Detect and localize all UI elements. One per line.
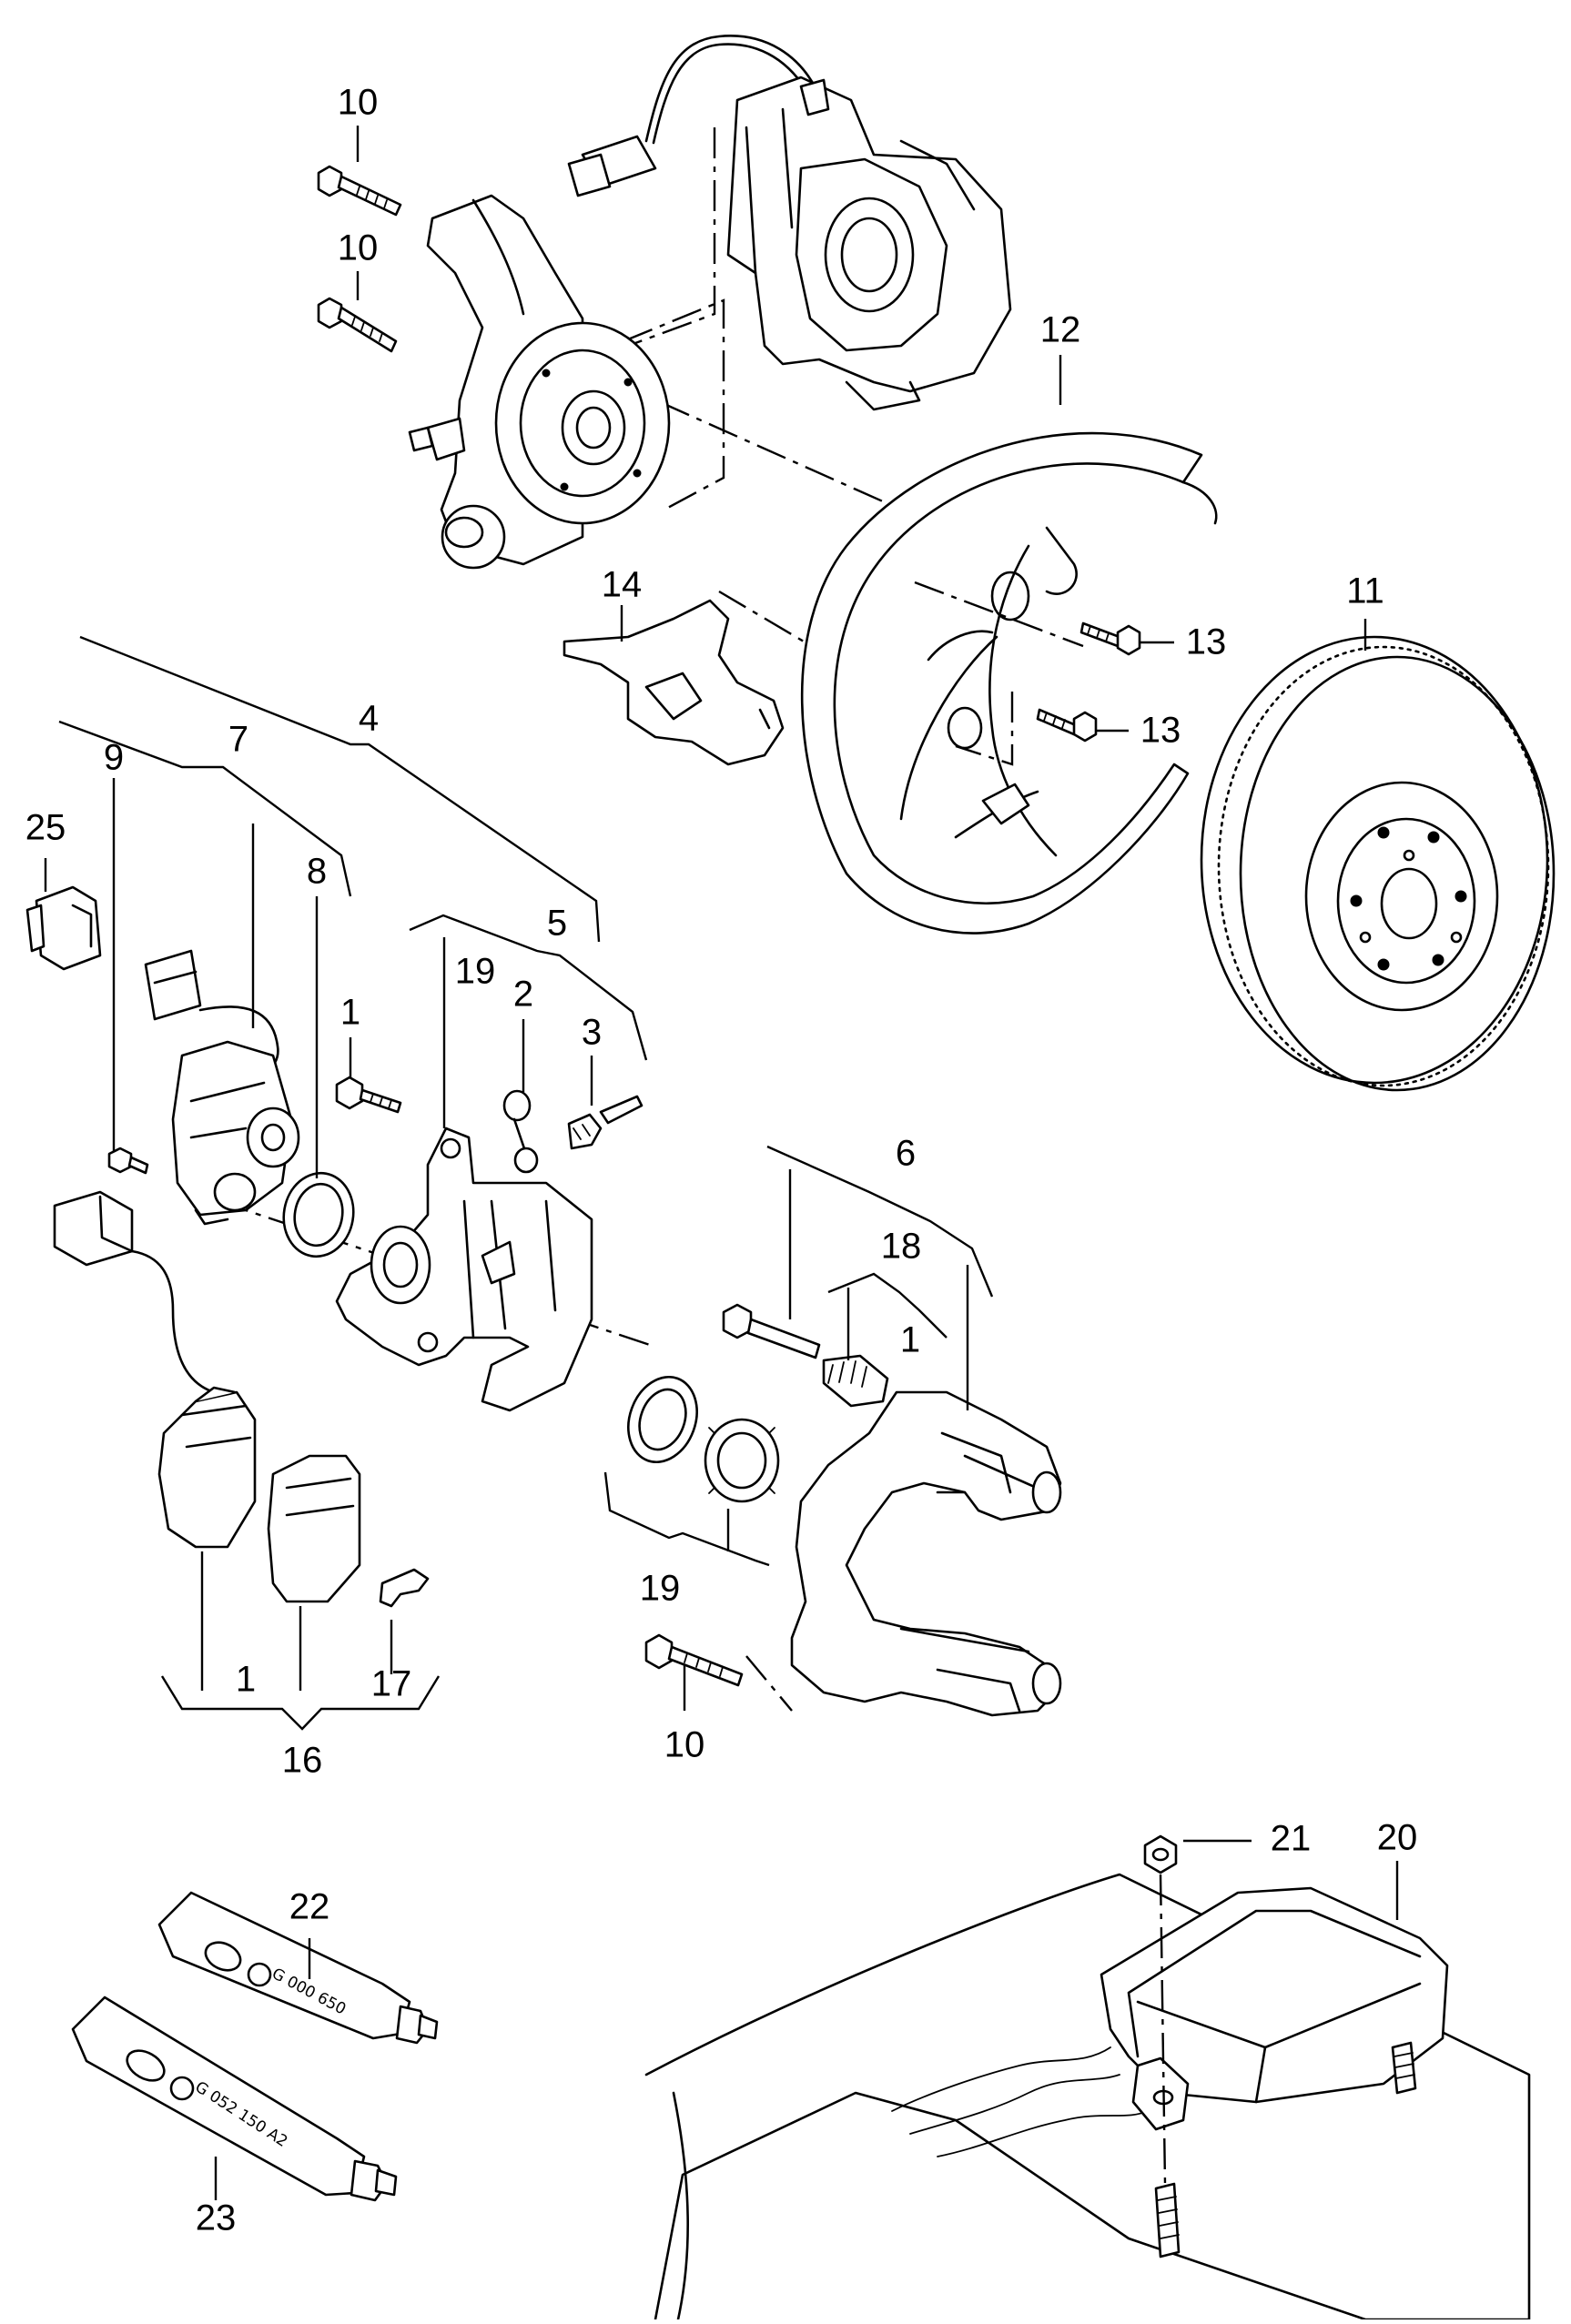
callout-9: 9 bbox=[104, 738, 124, 778]
guide-pin-boot-small bbox=[704, 1418, 780, 1503]
callout-13-lower: 13 bbox=[1140, 711, 1181, 751]
guide-bushing bbox=[822, 1354, 889, 1408]
pad-retaining-clip bbox=[379, 1568, 430, 1608]
hex-bolt-knuckle-lower bbox=[317, 297, 398, 353]
callout-25: 25 bbox=[25, 808, 66, 848]
connector-housing bbox=[25, 885, 102, 971]
callout-8: 8 bbox=[307, 852, 327, 892]
guide-pin-bolt bbox=[722, 1303, 821, 1359]
callout-4: 4 bbox=[359, 699, 379, 739]
brake-pad-outer bbox=[267, 1454, 361, 1603]
control-unit-nut bbox=[1143, 1834, 1178, 1874]
motor-screw bbox=[107, 1147, 149, 1175]
o-ring bbox=[282, 1171, 355, 1258]
callout-numbers: 10 10 12 14 11 13 13 4 9 7 25 8 5 19 2 1… bbox=[25, 83, 1418, 2238]
callout-1-mid: 1 bbox=[900, 1320, 920, 1360]
callout-21: 21 bbox=[1271, 1819, 1312, 1859]
callout-11: 11 bbox=[1346, 571, 1384, 611]
callout-3: 3 bbox=[582, 1013, 602, 1053]
callout-23: 23 bbox=[196, 2198, 237, 2238]
callout-10-top: 10 bbox=[338, 83, 379, 123]
caliper-carrier bbox=[790, 1390, 1062, 1717]
parking-brake-motor bbox=[144, 949, 300, 1226]
callout-7: 7 bbox=[228, 720, 248, 760]
caliper-housing bbox=[335, 1127, 593, 1412]
callout-16: 16 bbox=[282, 1741, 323, 1781]
guide-pin-boot-large bbox=[627, 1375, 698, 1464]
callout-1-lower: 1 bbox=[236, 1660, 256, 1700]
leader-lines bbox=[44, 126, 1399, 2200]
callout-20: 20 bbox=[1377, 1818, 1418, 1858]
brake-pad-wear-sensor bbox=[53, 1190, 216, 1394]
callout-17: 17 bbox=[371, 1664, 412, 1704]
callout-6: 6 bbox=[896, 1134, 916, 1174]
caliper-guide-bolt bbox=[335, 1076, 402, 1114]
callout-10-mid: 10 bbox=[338, 228, 379, 268]
callout-10-lower: 10 bbox=[664, 1725, 705, 1765]
bleed-valve-cap bbox=[502, 1089, 539, 1174]
control-unit-stud bbox=[1154, 2182, 1181, 2258]
steering-knuckle bbox=[408, 194, 671, 570]
hex-bolt-knuckle-upper bbox=[317, 165, 402, 217]
brake-disc-splash-shield bbox=[800, 431, 1218, 935]
callout-22: 22 bbox=[289, 1887, 330, 1927]
callout-5: 5 bbox=[547, 904, 567, 944]
callout-19-upper: 19 bbox=[455, 952, 496, 992]
splash-shield-bolt-upper bbox=[1079, 621, 1141, 656]
callout-1-upper: 1 bbox=[340, 993, 360, 1033]
callout-13-upper: 13 bbox=[1186, 622, 1227, 662]
callout-19-lower: 19 bbox=[640, 1569, 681, 1609]
callout-14: 14 bbox=[602, 565, 643, 605]
brake-disc bbox=[1200, 635, 1556, 1092]
carrier-bolt bbox=[644, 1633, 744, 1687]
callout-2: 2 bbox=[513, 975, 533, 1015]
splash-shield-bracket bbox=[563, 599, 785, 766]
splash-shield-bolt-lower bbox=[1036, 708, 1098, 743]
callout-18: 18 bbox=[881, 1227, 922, 1267]
brake-pad-inner bbox=[157, 1386, 257, 1549]
callout-12: 12 bbox=[1040, 310, 1081, 350]
brake-caliper-upper bbox=[567, 35, 1012, 411]
control-unit bbox=[1100, 1886, 1449, 2131]
bleed-valve bbox=[567, 1095, 644, 1150]
